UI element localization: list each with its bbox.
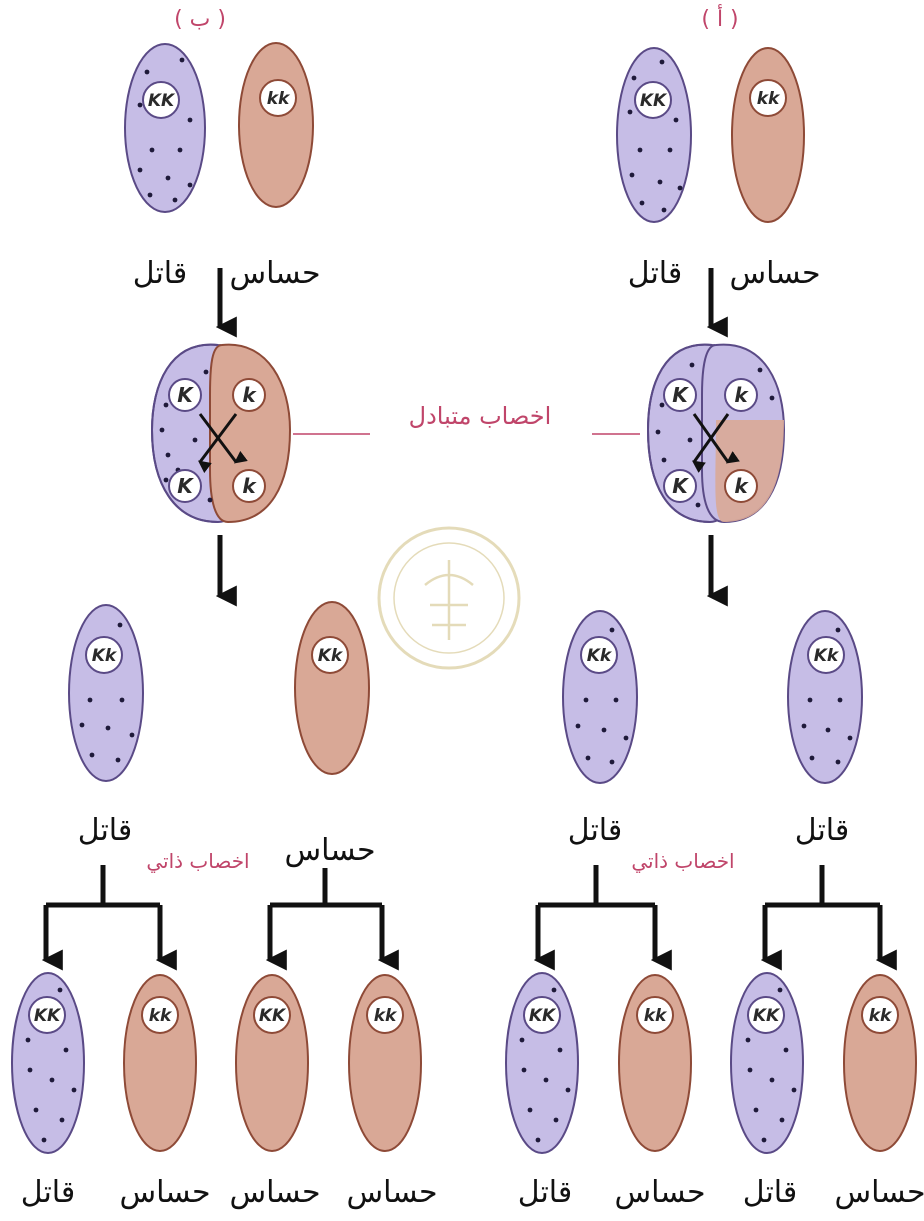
genotype-KK: KK	[259, 1006, 287, 1026]
offspring-killer-cell: KK	[12, 973, 84, 1153]
parent-killer-cell-b: KK	[125, 44, 205, 212]
conjugating-pair-b: K k K k	[152, 345, 290, 522]
allele-K: K	[177, 474, 194, 498]
allele-k: k	[734, 474, 749, 498]
panel-a-title: ( أ )	[701, 4, 738, 32]
parent-killer-cell-a: KK	[617, 48, 691, 222]
genotype-KK: KK	[753, 1006, 781, 1026]
exconjugant-killer-cell-b: Kk	[69, 605, 143, 781]
label-killer: قاتل	[518, 1175, 573, 1210]
label-sensitive: حساس	[119, 1175, 210, 1210]
label-killer: قاتل	[568, 813, 623, 848]
label-sensitive: حساس	[229, 1175, 320, 1210]
label-selfing: اخصاب ذاتي	[146, 849, 249, 874]
exconjugant-killer-cell-a1: Kk	[563, 611, 637, 783]
offspring-sensitive-cell: KK	[236, 975, 308, 1151]
label-sensitive: حساس	[834, 1175, 924, 1210]
label-selfing: اخصاب ذاتي	[631, 849, 734, 874]
offspring-killer-cell: KK	[506, 973, 578, 1153]
label-killer: قاتل	[628, 256, 683, 291]
genotype-Kk: Kk	[814, 646, 840, 666]
label-sensitive: حساس	[284, 833, 375, 868]
panel-b-title: ( ب )	[174, 7, 226, 32]
parent-sensitive-cell-a: kk	[732, 48, 804, 222]
label-sensitive: حساس	[346, 1175, 437, 1210]
selfing-branch-b-sensitive	[270, 868, 382, 960]
offspring-killer-cell: KK	[731, 973, 803, 1153]
genotype-KK: KK	[34, 1006, 62, 1026]
watermark-seal	[379, 528, 519, 668]
label-killer: قاتل	[21, 1175, 76, 1210]
offspring-sensitive-cell: kk	[349, 975, 421, 1151]
genotype-kk: kk	[757, 89, 781, 109]
allele-k: k	[242, 383, 257, 407]
allele-K: K	[672, 474, 689, 498]
exconjugant-killer-cell-a2: Kk	[788, 611, 862, 783]
offspring-sensitive-cell: kk	[124, 975, 196, 1151]
allele-K: K	[672, 383, 689, 407]
genotype-Kk: Kk	[587, 646, 613, 666]
selfing-branch-a-right	[765, 865, 880, 960]
label-killer: قاتل	[743, 1175, 798, 1210]
genotype-Kk: Kk	[92, 646, 118, 666]
offspring-sensitive-cell: kk	[844, 975, 916, 1151]
exconjugant-sensitive-cell-b: Kk	[295, 602, 369, 774]
allele-k: k	[734, 383, 749, 407]
label-killer: قاتل	[78, 813, 133, 848]
genotype-kk: kk	[869, 1006, 893, 1026]
label-conjugation: اخصاب متبادل	[409, 402, 552, 430]
genotype-Kk: Kk	[318, 646, 344, 666]
allele-K: K	[177, 383, 194, 407]
genotype-kk: kk	[644, 1006, 668, 1026]
genotype-kk: kk	[267, 89, 291, 109]
genotype-kk: kk	[374, 1006, 398, 1026]
label-sensitive: حساس	[229, 256, 320, 291]
label-killer: قاتل	[133, 256, 188, 291]
selfing-branch-a-left	[538, 865, 655, 960]
label-sensitive: حساس	[729, 256, 820, 291]
allele-k: k	[242, 474, 257, 498]
genotype-kk: kk	[149, 1006, 173, 1026]
conjugating-pair-a: K k K k	[648, 345, 784, 522]
parent-sensitive-cell-b: kk	[239, 43, 313, 207]
genotype-KK: KK	[529, 1006, 557, 1026]
selfing-branch-b-killer	[46, 865, 160, 960]
offspring-sensitive-cell: kk	[619, 975, 691, 1151]
label-sensitive: حساس	[614, 1175, 705, 1210]
genotype-KK: KK	[148, 91, 176, 111]
label-killer: قاتل	[795, 813, 850, 848]
genotype-KK: KK	[640, 91, 668, 111]
